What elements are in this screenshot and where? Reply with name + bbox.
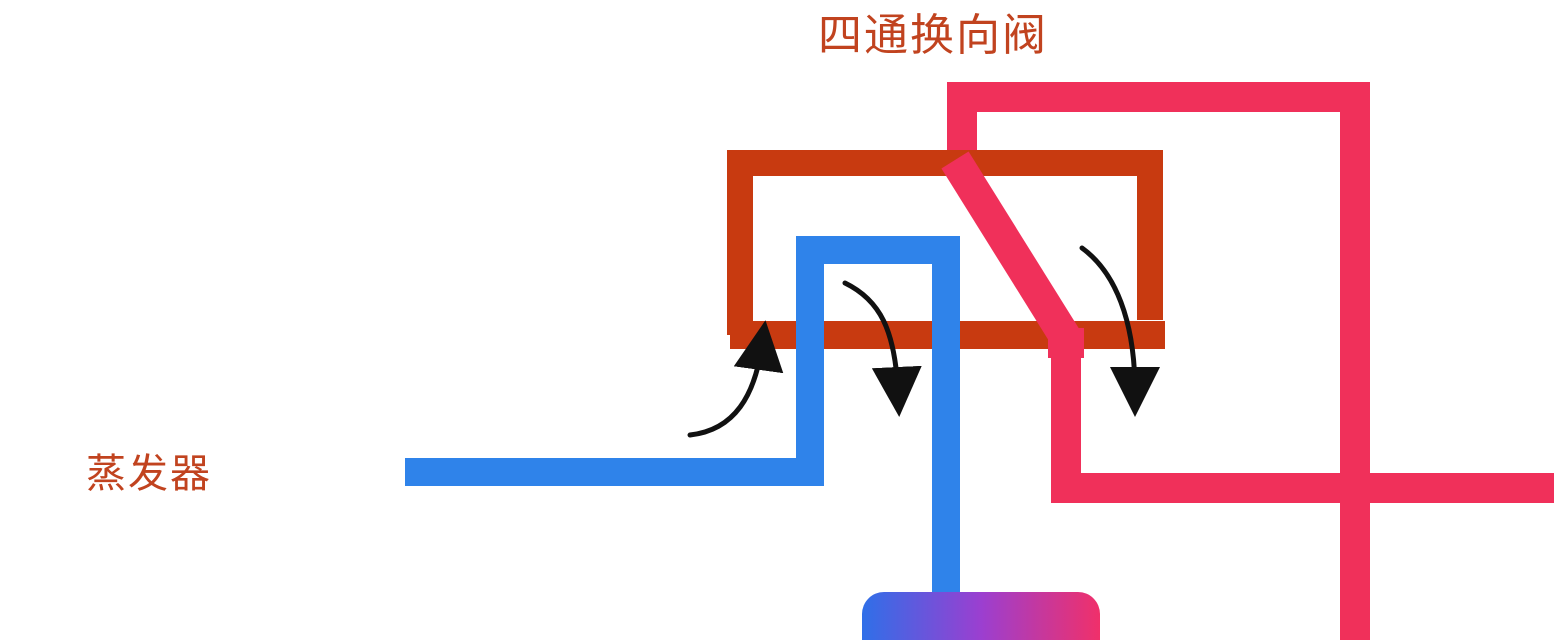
- flow-arrows: [687, 245, 1160, 438]
- valve-outline: [727, 150, 1163, 335]
- hot-pipe-top-loop: [947, 82, 1370, 640]
- curved-arrow-icon: [687, 320, 784, 438]
- hot-pipe-circuit: [947, 82, 1554, 640]
- valve-slider: [941, 151, 1084, 358]
- cold-pipe-circuit: [405, 236, 960, 600]
- evaporator-label: 蒸发器: [86, 451, 212, 497]
- compressor: [862, 592, 1100, 640]
- cold-pipe-evaporator-line: [405, 236, 960, 600]
- curved-arrow-icon: [1079, 245, 1160, 417]
- hot-pipe-horizontal: [1051, 340, 1554, 503]
- valve-title: 四通换向阀: [818, 10, 1048, 61]
- curved-arrow-icon: [842, 280, 922, 417]
